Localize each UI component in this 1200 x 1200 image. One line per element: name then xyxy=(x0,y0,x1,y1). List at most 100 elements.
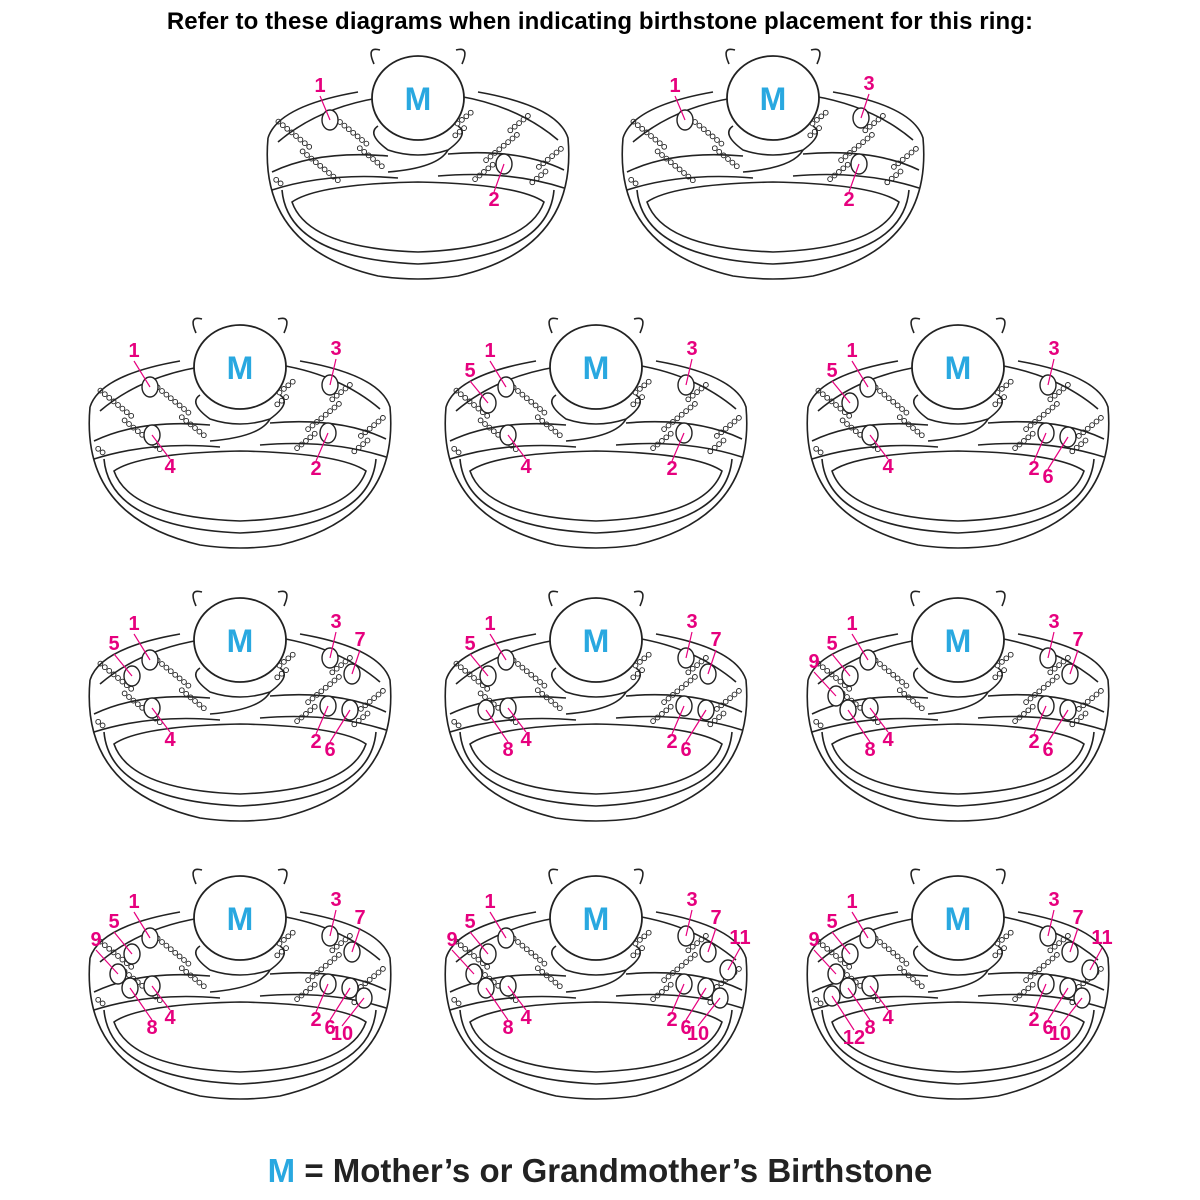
stone-leader-line xyxy=(113,653,133,677)
pave-bead xyxy=(1007,929,1014,936)
pave-bead xyxy=(720,152,727,159)
pave-bead xyxy=(106,667,113,674)
pave-bead xyxy=(654,148,661,155)
pave-bead xyxy=(894,675,901,682)
pave-bead xyxy=(685,669,692,676)
ring-band-outline-left xyxy=(807,911,899,959)
pave-bead xyxy=(1098,688,1104,694)
pave-bead xyxy=(106,394,113,401)
pave-bead xyxy=(630,952,637,959)
pave-bead xyxy=(558,146,564,152)
pave-bead xyxy=(903,409,910,416)
ring-shoulder-mid xyxy=(811,693,1105,715)
ring-inner-edge xyxy=(281,189,555,265)
stone-leader-line xyxy=(329,909,337,937)
stone-leader-line xyxy=(851,633,869,661)
pave-bead xyxy=(1007,651,1014,658)
pave-bead xyxy=(663,434,670,441)
pave-bead xyxy=(1027,422,1034,429)
pave-bead xyxy=(1029,430,1036,437)
stone-leader-line xyxy=(831,653,851,677)
stone-number-label: 8 xyxy=(502,739,513,761)
setting-swirl xyxy=(927,969,989,993)
stone-number-label: 1 xyxy=(484,613,495,635)
pave-bead xyxy=(667,981,674,988)
pave-bead xyxy=(289,378,296,385)
pave-bead xyxy=(1051,392,1058,399)
pave-bead xyxy=(283,667,289,673)
pave-bead xyxy=(321,166,328,173)
stone-number-label: 4 xyxy=(520,456,532,478)
stone-leader-line xyxy=(685,631,693,659)
pave-bead xyxy=(467,109,474,116)
pave-bead xyxy=(678,684,685,691)
pave-bead xyxy=(303,711,309,717)
pave-bead xyxy=(462,394,469,401)
pave-bead xyxy=(839,417,846,424)
stone-number-label: 2 xyxy=(666,1009,677,1031)
pave-bead xyxy=(860,139,866,145)
stone-number-label: 8 xyxy=(864,1017,875,1039)
pave-bead xyxy=(466,671,473,678)
ring-band-outline xyxy=(621,91,925,280)
pave-bead xyxy=(1073,444,1080,451)
ring-inner-edge xyxy=(821,731,1095,807)
stone-number-label: 1 xyxy=(128,613,139,635)
prong-top xyxy=(192,590,288,607)
pave-bead xyxy=(1060,385,1067,392)
stone-number-label: 1 xyxy=(846,613,857,635)
pave-bead xyxy=(687,677,694,684)
pave-bead xyxy=(891,164,897,170)
stone-number-label: 1 xyxy=(846,891,857,913)
pave-bead xyxy=(833,953,839,959)
ring-inner-opening xyxy=(831,723,1085,795)
pave-bead xyxy=(115,675,121,681)
setting-basket xyxy=(727,125,819,156)
pave-bead xyxy=(844,972,850,978)
pave-bead xyxy=(486,424,493,431)
pave-bead xyxy=(1065,933,1071,939)
pave-bead xyxy=(342,658,349,665)
pave-bead xyxy=(457,664,464,671)
stone-number-label: 3 xyxy=(1048,338,1059,360)
pave-bead xyxy=(1054,674,1060,680)
pave-bead xyxy=(307,434,314,441)
stone-leader-line xyxy=(469,380,489,404)
pave-bead xyxy=(289,929,296,936)
stone-number-label: 10 xyxy=(687,1023,709,1045)
pave-bead xyxy=(846,412,853,419)
pave-bead xyxy=(520,116,527,123)
pave-bead xyxy=(485,165,492,172)
pave-bead xyxy=(899,679,905,685)
pave-bead xyxy=(176,953,183,960)
pave-bead xyxy=(661,143,668,150)
pave-bead xyxy=(95,718,102,725)
stone-leader-line xyxy=(507,434,527,460)
pave-bead xyxy=(819,942,826,949)
center-stone xyxy=(911,324,1005,410)
pave-bead xyxy=(351,448,358,455)
pave-bead xyxy=(192,698,198,704)
pave-bead xyxy=(851,146,858,153)
stone-number-label: 5 xyxy=(464,633,475,655)
pave-bead xyxy=(362,980,369,987)
stone-number-label: 4 xyxy=(882,729,894,751)
pave-bead xyxy=(844,694,850,700)
center-stone-label: M xyxy=(945,623,972,659)
stone-number-label: 1 xyxy=(128,340,139,362)
stone-leader-line xyxy=(351,927,361,953)
pave-bead xyxy=(643,129,650,136)
pave-bead xyxy=(338,662,344,668)
pave-bead xyxy=(1082,710,1089,717)
pave-bead xyxy=(896,687,903,694)
stone-number-label: 2 xyxy=(488,189,499,211)
ring-inner-edge xyxy=(459,1009,733,1085)
pave-bead xyxy=(288,129,295,136)
pave-bead xyxy=(178,965,185,972)
ring-inner-opening xyxy=(113,450,367,522)
pave-bead xyxy=(844,161,851,168)
pave-bead xyxy=(99,449,106,456)
stone-leader-line xyxy=(697,997,721,1027)
legend: M = Mother’s or Grandmother’s Birthstone xyxy=(0,1152,1200,1190)
